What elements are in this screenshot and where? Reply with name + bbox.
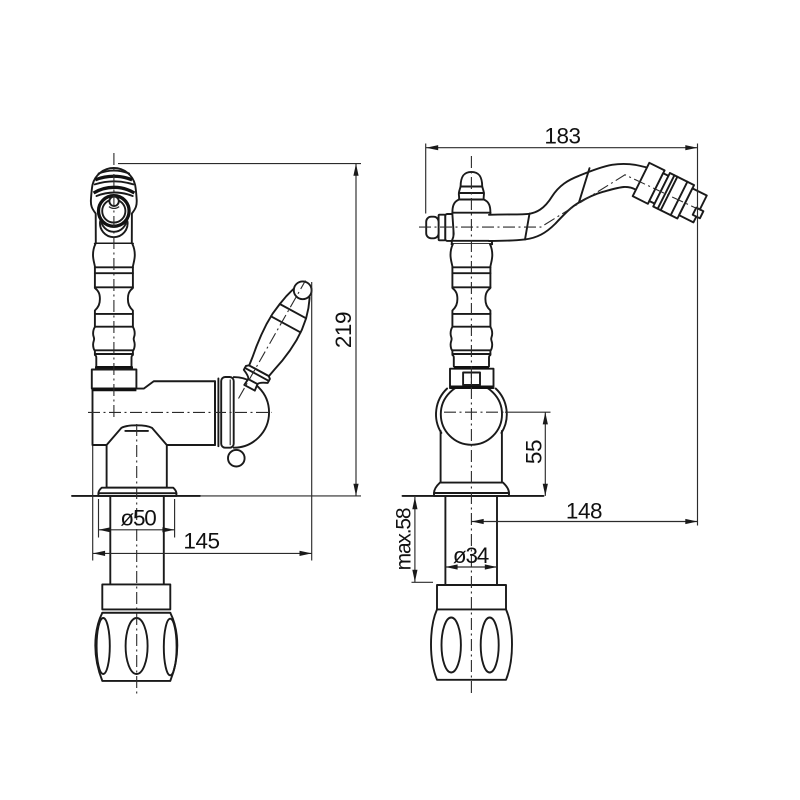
svg-text:max.58: max.58 [393, 508, 416, 570]
svg-text:219: 219 [331, 312, 356, 348]
svg-text:ø50: ø50 [120, 506, 156, 531]
svg-text:55: 55 [522, 440, 547, 464]
svg-text:148: 148 [566, 499, 602, 524]
svg-text:183: 183 [544, 124, 580, 149]
svg-text:ø34: ø34 [453, 543, 489, 568]
svg-text:145: 145 [183, 529, 219, 554]
